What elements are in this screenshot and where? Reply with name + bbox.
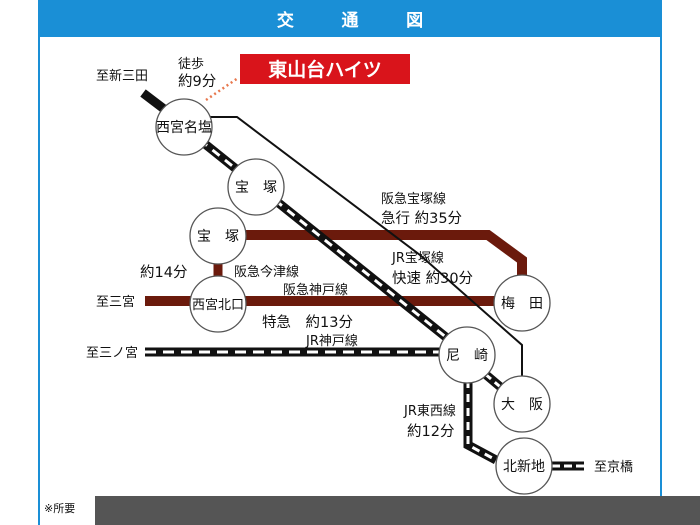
jr-takarazuka-label: JR宝塚線 <box>391 250 444 266</box>
station-umeda: 梅 田 <box>493 274 551 332</box>
page-title: 交 通 図 <box>38 0 662 37</box>
jr-tozai-time: 約12分 <box>407 423 454 440</box>
footnote: ※所要 <box>44 502 76 515</box>
direction-kyobashi: 至京橋 <box>594 460 633 475</box>
walk-label: 徒歩 <box>178 57 204 72</box>
station-osaka: 大 阪 <box>493 375 551 433</box>
station-takarazuka-hankyu: 宝 塚 <box>189 207 247 265</box>
map-panel <box>38 37 662 525</box>
hankyu-takarazuka-label: 阪急宝塚線 <box>381 191 446 207</box>
station-nishinomiya-najio: 西宮名塩 <box>155 98 213 156</box>
station-amagasaki: 尼 崎 <box>438 326 496 384</box>
hankyu-imazu-label: 阪急今津線 <box>234 264 299 280</box>
station-label: 宝 塚 <box>235 180 277 196</box>
destination-badge: 東山台ハイツ <box>240 54 410 84</box>
right-margin <box>662 0 700 525</box>
direction-sannomiya: 至三宮 <box>96 294 135 310</box>
direction-shinsanda: 至新三田 <box>96 68 148 84</box>
jr-kobe-label: JR神戸線 <box>305 333 358 349</box>
jr-takarazuka-time: 快速 約30分 <box>392 270 473 287</box>
station-label: 大 阪 <box>501 397 543 413</box>
bottom-overlay-bar <box>95 496 700 525</box>
direction-sannomiya2: 至三ノ宮 <box>86 345 138 361</box>
station-takarazuka-jr: 宝 塚 <box>227 158 285 216</box>
station-kitashinchi: 北新地 <box>495 437 553 495</box>
walk-route <box>205 76 239 102</box>
hankyu-takarazuka-time: 急行 約35分 <box>381 210 462 227</box>
walk-time: 約9分 <box>178 73 216 90</box>
jr-tozai-line <box>463 380 499 464</box>
hankyu-imazu-time: 約14分 <box>140 264 187 281</box>
hankyu-kobe-time: 特急 約13分 <box>262 314 353 331</box>
station-label: 尼 崎 <box>446 348 488 364</box>
destination-name: 東山台ハイツ <box>268 58 382 81</box>
station-label: 北新地 <box>503 459 545 475</box>
station-label: 宝 塚 <box>197 229 239 245</box>
left-margin <box>0 0 38 525</box>
station-nishinomiya-kitaguchi: 西宮北口 <box>189 275 247 333</box>
station-label: 西宮名塩 <box>156 120 212 136</box>
jr-rapid-route-line <box>210 116 523 378</box>
jr-tozai-label: JR東西線 <box>403 403 456 419</box>
station-label: 梅 田 <box>501 296 543 312</box>
station-label: 西宮北口 <box>192 297 244 313</box>
hankyu-kobe-label: 阪急神戸線 <box>283 282 348 298</box>
